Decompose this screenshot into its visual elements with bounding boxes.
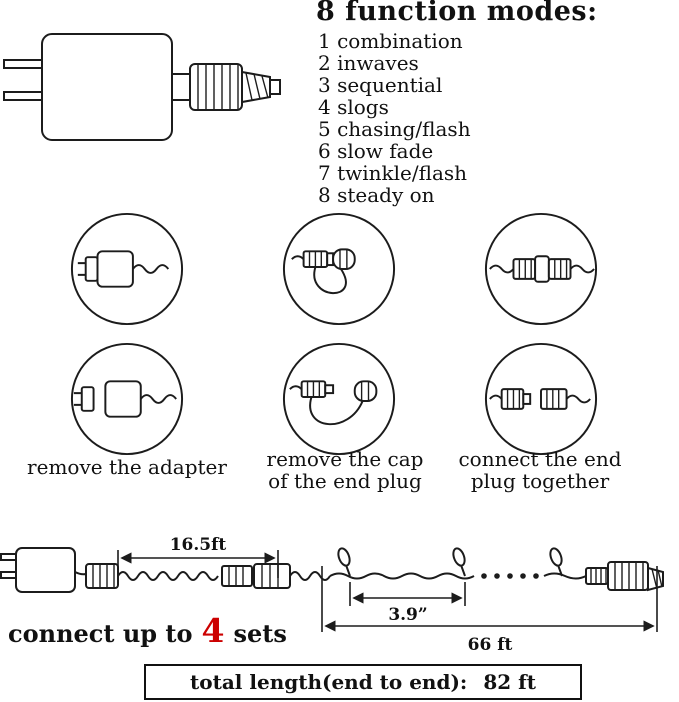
modes-list: 1 combination 2 inwaves 3 sequential 4 s… [318, 30, 471, 206]
mode-item: 3 sequential [318, 73, 443, 97]
string-light-diagram: 16.5ft 3.9” 66 ft [0, 535, 664, 655]
twisted-wire [117, 571, 219, 581]
adapter-body [41, 33, 173, 141]
plug-prongs-icon [3, 59, 43, 101]
ellipsis-dots [481, 573, 539, 579]
caption-line: plug together [470, 469, 610, 493]
modes-title: 8 function modes: [316, 0, 598, 27]
caption-line: remove the cap [266, 447, 424, 471]
string-wire [329, 572, 475, 580]
mode-item: 5 chasing/flash [318, 117, 471, 141]
adapter-threaded-tip [241, 70, 281, 104]
caption-line: remove the adapter [27, 455, 227, 479]
mode-item: 2 inwaves [318, 51, 419, 75]
adapter-barrel [189, 63, 243, 111]
total-length-value: 82 ft [483, 670, 536, 694]
caption-remove-cap: remove the cap of the end plug [235, 448, 455, 492]
bulb-icon [452, 547, 466, 577]
measurement-lead: 16.5ft [117, 535, 279, 578]
connect-suffix: sets [233, 619, 287, 648]
step-circle-cap-attached [282, 212, 396, 326]
cord [74, 571, 87, 576]
mode-item: 4 slogs [318, 95, 389, 119]
total-length-box: total length(end to end): 82 ft [144, 664, 582, 700]
step-circle-ends-apart [484, 342, 598, 456]
connect-prefix: connect up to [8, 619, 193, 648]
connect-up-to-line: connect up to 4 sets [8, 614, 287, 648]
bulb-spacing-label: 3.9” [388, 605, 427, 625]
string-wire [543, 572, 587, 580]
adapter-jack [85, 563, 119, 589]
bulb-icon [337, 547, 351, 577]
connect-count: 4 [201, 611, 225, 650]
string-length-label: 66 ft [468, 635, 513, 655]
mid-connector [221, 563, 291, 589]
wall-plug-icon [0, 547, 76, 593]
mode-item: 6 slow fade [318, 139, 434, 163]
step-circle-cap-removed [282, 342, 396, 456]
mode-item: 1 combination [318, 29, 463, 53]
caption-remove-adapter: remove the adapter [17, 456, 237, 478]
power-adapter-illustration [3, 33, 281, 141]
total-length-label: total length(end to end): [190, 670, 468, 694]
twisted-wire [289, 571, 331, 581]
mode-item: 7 twinkle/flash [318, 161, 468, 185]
measurement-spacing: 3.9” [349, 582, 466, 625]
lead-length-label: 16.5ft [170, 535, 227, 555]
end-connector [585, 561, 664, 592]
caption-line: connect the end [458, 447, 622, 471]
measurement-string: 66 ft [321, 566, 658, 655]
mode-item: 8 steady on [318, 183, 435, 207]
step-circle-ends-connected [484, 212, 598, 326]
step-circle-adapter-removed [70, 342, 184, 456]
bulb-icon [549, 547, 563, 577]
caption-connect-ends: connect the end plug together [430, 448, 650, 492]
step-circle-adapter-attached [70, 212, 184, 326]
caption-line: of the end plug [268, 469, 422, 493]
adapter-neck [171, 73, 191, 101]
